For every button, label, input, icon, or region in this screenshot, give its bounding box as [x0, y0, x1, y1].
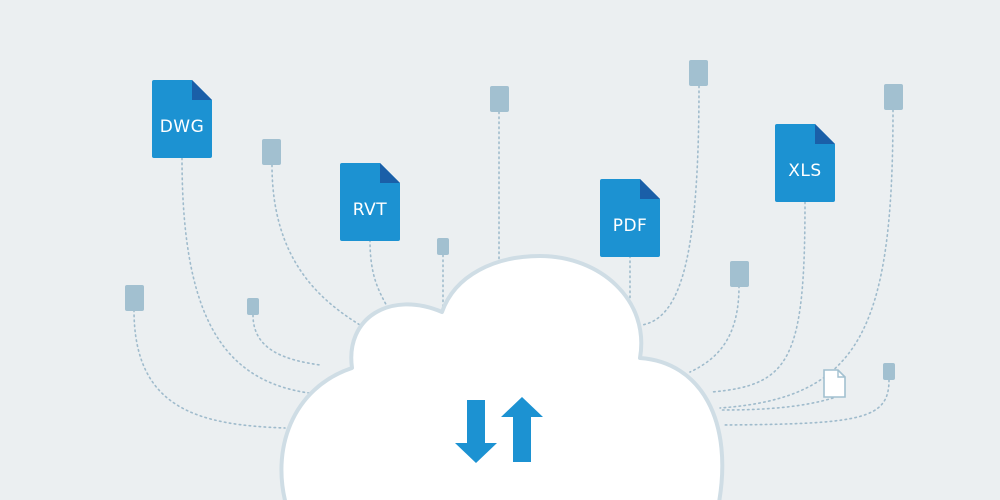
connector-line [252, 314, 321, 366]
file-label: DWG [160, 117, 205, 137]
small-document-icon [125, 285, 144, 311]
small-document-icon [262, 139, 281, 165]
file-document-pdf: PDF [600, 179, 660, 257]
small-document-icon [883, 363, 895, 380]
small-document-icon [437, 238, 449, 255]
small-document-icon [884, 84, 903, 110]
small-documents [125, 60, 903, 398]
connector-line [721, 379, 890, 426]
small-document-icon [689, 60, 708, 86]
connector-line [719, 109, 894, 409]
file-label: XLS [788, 161, 821, 181]
outline-document-fold [837, 370, 845, 378]
download-arrow-icon [455, 400, 497, 463]
file-document-xls: XLS [775, 124, 835, 202]
upload-arrow-icon [501, 397, 543, 462]
cloud-icon [279, 254, 725, 500]
document-fold [380, 163, 400, 183]
connector-line [271, 164, 361, 326]
document-fold [815, 124, 835, 144]
connector-line [133, 309, 286, 429]
file-document-dwg: DWG [152, 80, 212, 158]
cloud-shape [279, 254, 725, 500]
connector-line [711, 201, 806, 393]
small-document-icon [730, 261, 749, 287]
connector-line [369, 239, 389, 309]
file-document-rvt: RVT [340, 163, 400, 241]
connector-lines [133, 85, 894, 429]
upload-download-arrows-icon [455, 397, 543, 463]
small-document-icon [490, 86, 509, 112]
connector-line [689, 285, 740, 373]
connector-line [721, 397, 834, 411]
connector-line [181, 157, 331, 396]
file-label: PDF [613, 216, 648, 236]
outline-document-icon [823, 369, 846, 398]
document-fold [640, 179, 660, 199]
small-document-icon [247, 298, 259, 315]
connector-line [641, 85, 700, 326]
document-fold [192, 80, 212, 100]
file-label: RVT [353, 200, 388, 220]
